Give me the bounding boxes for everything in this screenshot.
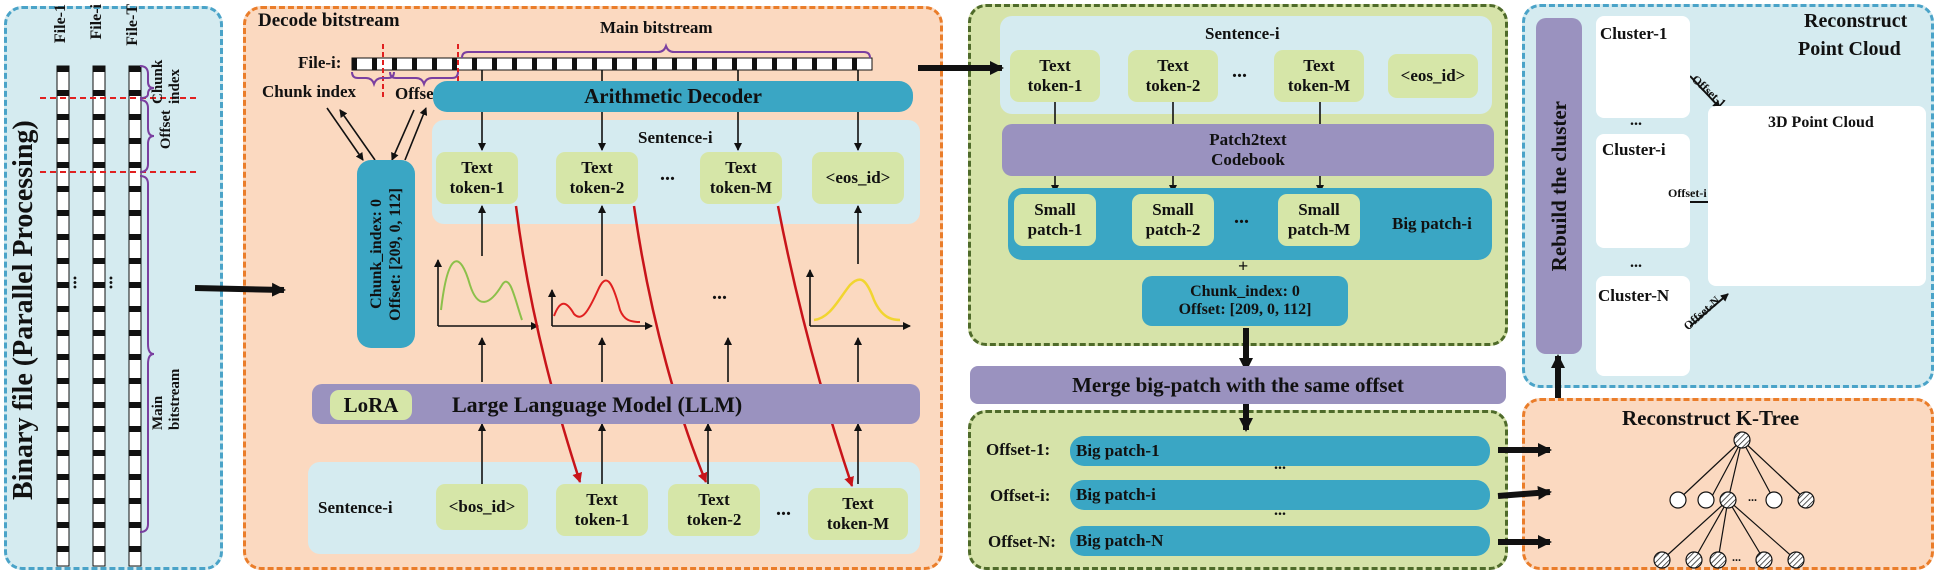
sentence-token-ellipsis: ... xyxy=(1232,60,1247,82)
point-cloud-card xyxy=(1708,106,1926,286)
chunk-index-label: Chunk index xyxy=(150,59,183,104)
binary-bitstreams xyxy=(56,65,142,567)
big-patch-i-bar: Big patch-i xyxy=(1070,480,1490,510)
offset-field-label: Offset xyxy=(395,84,440,103)
binary-file-panel xyxy=(4,6,223,570)
main-bitstream-label: Main bitstream xyxy=(150,368,183,430)
decoded-token-ellipsis: ... xyxy=(660,163,675,185)
merge-ellipsis-1: ... xyxy=(1274,456,1286,473)
lora-box: LoRA xyxy=(330,390,412,420)
arithmetic-decoder-label: Arithmetic Decoder xyxy=(584,84,762,109)
input-token-ellipsis: ... xyxy=(776,498,791,520)
cluster-1-label: Cluster-1 xyxy=(1600,24,1668,43)
chunk-index-value: Chunk_index: 0 xyxy=(367,199,385,309)
reconstruct-ktree-panel xyxy=(1522,398,1934,570)
file-t-label: File-T xyxy=(124,4,141,46)
binary-file-title: Binary file (Parallel Processing) xyxy=(8,120,39,500)
file-i-label: File-i xyxy=(88,4,105,40)
merge-ellipsis-2: ... xyxy=(1274,502,1286,519)
file-1-label: File-1 xyxy=(52,4,69,44)
probability-plot-2 xyxy=(548,279,653,330)
probability-plot-3 xyxy=(806,269,911,330)
offset-1-label: Offset-1: xyxy=(986,440,1051,459)
reconstruct-title-1: Reconstruct xyxy=(1804,10,1908,32)
chunk-index-field-label: Chunk index xyxy=(262,82,357,101)
sentence-i-title: Sentence-i xyxy=(1205,24,1280,43)
offset-value: Offset: [209, 0, 112] xyxy=(387,187,404,321)
arithmetic-decoder: Arithmetic Decoder xyxy=(433,81,913,112)
patch-ellipsis: ... xyxy=(1234,206,1249,228)
sentence-eos-token: <eos_id> xyxy=(1388,54,1478,98)
merge-bar: Merge big-patch with the same offset xyxy=(970,366,1506,404)
binary-ellipsis-1: ... xyxy=(69,275,90,290)
cluster-i-card xyxy=(1596,134,1690,248)
plot-ellipsis: ... xyxy=(712,282,727,304)
input-bos-token: <bos_id> xyxy=(436,484,528,530)
sentence-bottom-title: Sentence-i xyxy=(318,498,393,517)
binary-ellipsis-2: ... xyxy=(105,275,126,290)
ktree-title: Reconstruct K-Tree xyxy=(1622,406,1800,430)
merge-label: Merge big-patch with the same offset xyxy=(1072,372,1404,397)
cluster-ellipsis-1: ... xyxy=(1630,112,1642,129)
reconstruct-title-2: Point Cloud xyxy=(1798,38,1901,60)
rebuild-cluster-bar: Rebuild the cluster xyxy=(1536,18,1582,354)
ktree-ellipsis-1: ... xyxy=(1748,490,1757,504)
main-bitstream-header: Main bitstream xyxy=(600,18,713,37)
big-patch-1-bar: Big patch-1 xyxy=(1070,436,1490,466)
ktree-graph xyxy=(1653,431,1815,569)
cluster-n-card xyxy=(1596,276,1690,376)
big-patch-n-bar: Big patch-N xyxy=(1070,526,1490,556)
llm-label: Large Language Model (LLM) xyxy=(452,392,743,417)
plus-sign: + xyxy=(1238,256,1249,276)
decoded-eos-token: <eos_id> xyxy=(812,152,904,204)
cluster-1-card xyxy=(1596,16,1690,118)
big-patch-label: Big patch-i xyxy=(1392,214,1472,233)
cluster-ellipsis-2: ... xyxy=(1630,254,1642,271)
decode-bitstream-title: Decode bitstream xyxy=(258,10,400,31)
cluster-i-label: Cluster-i xyxy=(1602,140,1666,159)
rebuild-cluster-label: Rebuild the cluster xyxy=(1546,100,1571,272)
ktree-ellipsis-2: ... xyxy=(1732,550,1741,564)
file-i-bitstream-label: File-i: xyxy=(298,53,342,72)
chunk-info-box: Chunk_index: 0 Offset: [209, 0, 112] xyxy=(357,160,415,348)
point-cloud-label: 3D Point Cloud xyxy=(1768,114,1874,131)
offset-i-label: Offset-i: xyxy=(990,486,1051,505)
offset-i-arrow-label: Offset-i xyxy=(1668,186,1707,200)
probability-plot-1 xyxy=(434,259,539,330)
llm-bar xyxy=(312,384,920,424)
sentence-top-title: Sentence-i xyxy=(638,128,713,147)
offset-label: Offset xyxy=(158,110,174,150)
offset-n-label: Offset-N: xyxy=(988,532,1056,551)
cluster-n-label: Cluster-N xyxy=(1598,286,1670,305)
